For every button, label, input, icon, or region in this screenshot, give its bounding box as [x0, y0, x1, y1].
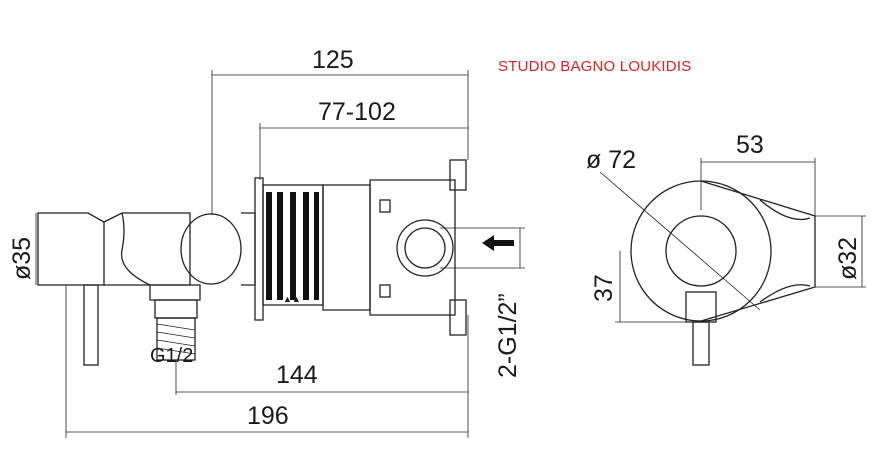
dim-196: 196: [247, 402, 289, 430]
front-view: ▲▲ 125 77-102 ø35 G1/2 144: [8, 46, 525, 438]
dim-diameter-35: ø35: [8, 237, 36, 280]
dim-37: 37: [590, 274, 618, 302]
dim-outlet-thread: G1/2: [150, 345, 193, 367]
dim-144: 144: [276, 361, 318, 389]
dim-diameter-32: ø32: [834, 237, 862, 280]
dim-77-102: 77-102: [318, 98, 396, 126]
dim-53: 53: [736, 131, 764, 159]
svg-text:▲▲: ▲▲: [283, 294, 301, 304]
watermark-text: STUDIO BAGNO LOUKIDIS: [498, 58, 692, 75]
side-view: ø 72 53 37 ø32: [586, 131, 866, 366]
dim-diameter-72: ø 72: [586, 146, 636, 174]
dim-125: 125: [312, 46, 354, 74]
dim-inlet-thread: 2-G1/2”: [494, 293, 522, 378]
